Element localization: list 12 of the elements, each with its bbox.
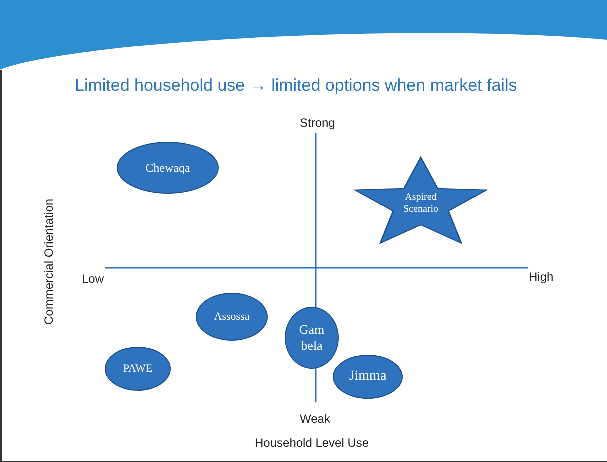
ellipse-node: PAWE (105, 347, 171, 391)
axis-label: Weak (300, 412, 330, 426)
slide-title: Limited household use → limited options when market fails (75, 76, 518, 96)
axis-label: Strong (300, 116, 336, 130)
axis-title: Household Level Use (255, 436, 370, 450)
ellipse-node: Assossa (196, 293, 268, 341)
axis-label: High (529, 270, 554, 284)
ellipse-node: Jimma (333, 355, 403, 399)
axis-label: Low (82, 272, 104, 286)
ellipse-node: Gam bela (285, 307, 339, 369)
ellipse-node: Chewaqa (117, 142, 219, 194)
axis-title: Commercial Orientation (42, 198, 56, 325)
